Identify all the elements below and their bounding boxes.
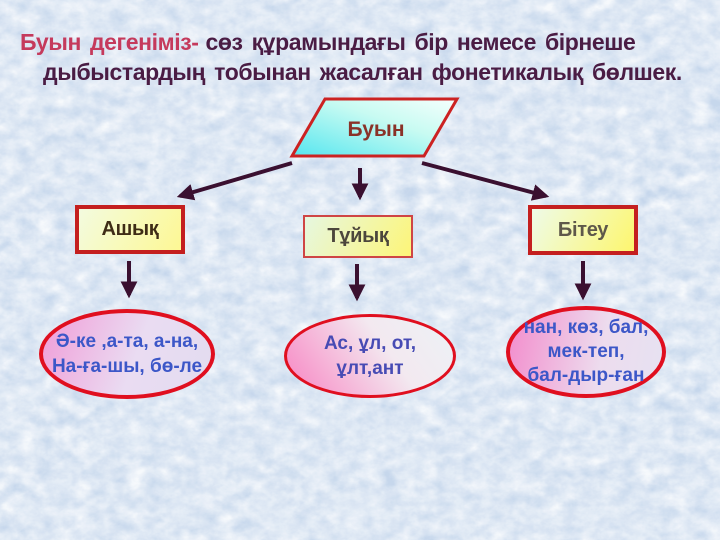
root-parallelogram <box>289 97 460 158</box>
example-line: Ас, ұл, от, <box>323 333 417 354</box>
slide-title: Буын дегеніміз-сөз құрамындағы бір немес… <box>20 27 710 87</box>
branch-label: Бітеу <box>557 218 609 241</box>
branch-box-ashyk: Ашық <box>75 205 185 254</box>
branch-label: Ашық <box>101 218 159 240</box>
examples-ellipse-tuyk: Ас, ұл, от, ұлт,ант <box>284 314 456 398</box>
branch-box-bitu: Бітеу <box>528 205 638 255</box>
example-line: нан, көз, бал, <box>523 317 649 338</box>
branch-box-tuyk: Тұйық <box>303 215 413 258</box>
title-line-2: дыбыстардың тобынан жасалған фонетикалық… <box>43 59 682 85</box>
arrow-root-to-bitu <box>421 161 550 201</box>
title-highlight: Буын дегеніміз- <box>20 29 199 55</box>
arrow-root-to-ashyk <box>176 161 293 201</box>
title-rest: сөз құрамындағы бір немесе бірнеше <box>205 29 636 55</box>
example-line: ұлт,ант <box>336 358 404 379</box>
example-line: На-ға-шы, бө-ле <box>51 356 203 377</box>
branch-label: Тұйық <box>327 225 389 247</box>
root-label: Буын <box>347 118 404 141</box>
example-line: бал-дыр-ған <box>527 365 645 386</box>
example-line: мек-теп, <box>547 341 625 362</box>
title-line-1: Буын дегеніміз-сөз құрамындағы бір немес… <box>20 27 710 57</box>
example-line: Ә-ке ,а-та, а-на, <box>55 331 199 352</box>
examples-ellipse-ashyk: Ә-ке ,а-та, а-на, На-ға-шы, бө-ле <box>39 309 215 399</box>
examples-ellipse-bitu: нан, көз, бал, мек-теп, бал-дыр-ған <box>506 306 666 398</box>
